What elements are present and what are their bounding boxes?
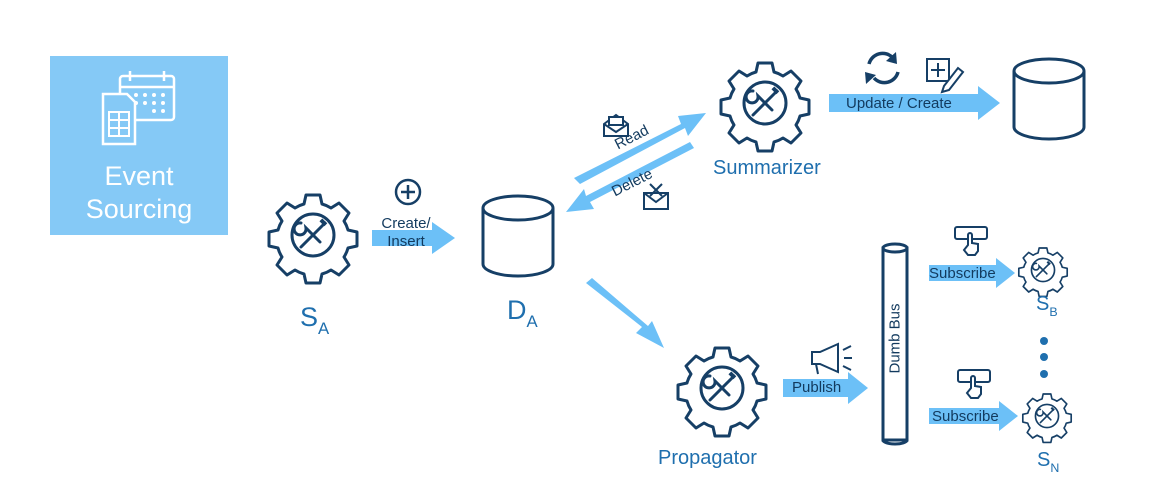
event-sourcing-title: Event Sourcing: [50, 160, 228, 226]
mail-delete-icon: [643, 183, 669, 210]
sn-main: S: [1037, 449, 1051, 471]
plus-circle-icon: [394, 178, 422, 206]
sb-gear-icon: [1017, 247, 1069, 298]
publish-arrow: [783, 372, 868, 404]
title-line-2: Sourcing: [85, 194, 193, 224]
summarizer-label: Summarizer: [713, 157, 821, 179]
calendar-spreadsheet-icon: [101, 71, 176, 146]
da-label: DA: [507, 295, 538, 331]
update-create-arrow: [829, 86, 1000, 120]
dumb-bus-label: Dumb Bus: [886, 303, 904, 374]
subscribe-b-arrow: [929, 258, 1015, 288]
dumb-bus: [881, 242, 909, 446]
sa-main: S: [300, 302, 319, 332]
click-button-icon-b: [954, 226, 988, 256]
summarizer-gear-icon: [719, 61, 811, 153]
create-insert-line-1: Create/: [381, 215, 431, 232]
update-create-label: Update / Create: [846, 95, 952, 112]
subscribe-n-label: Subscribe: [932, 408, 999, 425]
summary-database-icon: [1012, 57, 1086, 141]
event-sourcing-box: [50, 56, 228, 235]
create-insert-arrow: [372, 222, 455, 254]
sb-main: S: [1036, 293, 1050, 315]
da-sub: A: [526, 311, 538, 331]
refresh-icon: [865, 51, 900, 85]
ellipsis-dots: [1040, 337, 1048, 378]
click-button-icon-n: [957, 369, 991, 399]
publish-label: Publish: [792, 379, 842, 396]
sn-label: SN: [1037, 449, 1060, 475]
sn-gear-icon: [1021, 393, 1073, 444]
propagator-arrow: [586, 278, 664, 348]
edit-add-icon: [926, 58, 965, 94]
title-line-1: Event: [104, 161, 174, 191]
propagator-label: Propagator: [658, 447, 757, 469]
sa-sub: A: [318, 318, 330, 338]
open-mail-icon: [603, 113, 629, 137]
sn-sub: N: [1050, 460, 1060, 475]
megaphone-icon: [811, 342, 852, 375]
read-arrow: [574, 113, 706, 184]
propagator-gear-icon: [676, 346, 768, 438]
create-insert-label: Create/ Insert: [377, 215, 435, 251]
sa-gear-icon: [267, 193, 359, 285]
delete-arrow: [566, 142, 694, 212]
sb-label: SB: [1036, 293, 1058, 319]
arrows: [372, 86, 1018, 431]
subscribe-b-label: Subscribe: [929, 265, 996, 282]
sa-label: SA: [300, 302, 329, 338]
create-insert-line-2: Insert: [387, 233, 425, 250]
sb-sub: B: [1049, 304, 1058, 319]
da-database-icon: [481, 194, 555, 278]
da-main: D: [507, 295, 527, 325]
subscribe-n-arrow: [929, 401, 1018, 431]
